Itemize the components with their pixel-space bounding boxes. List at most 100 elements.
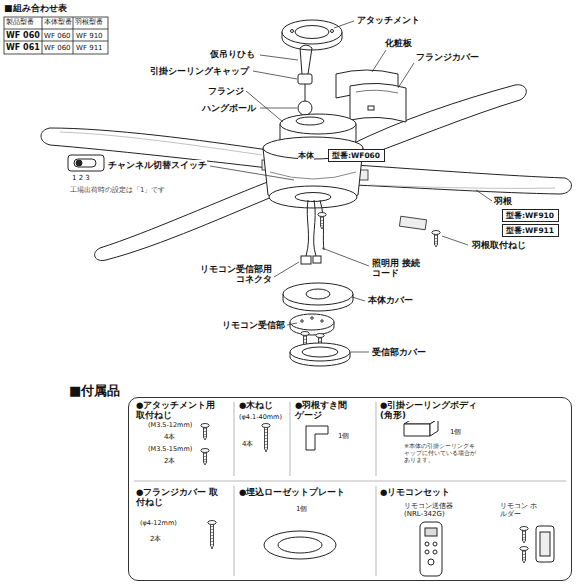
- table-cell: WF 910: [76, 32, 103, 40]
- accessory-name: ●埋込ローゼットプレート: [239, 488, 345, 498]
- model-number: 型番:WF911: [506, 226, 555, 235]
- accessory-name: リモコン送信器 (NRL-342G): [404, 502, 460, 518]
- hanging-string: [300, 48, 312, 74]
- flange: [280, 114, 356, 134]
- table-cell: WF 060: [6, 31, 40, 40]
- part-label: 羽根: [494, 196, 512, 206]
- accessory-name: ●フランジカバー 取付ねじ: [136, 488, 222, 508]
- accessory-name: ●羽根すき間 ゲージ: [295, 401, 355, 421]
- table-cell: WF 911: [76, 44, 103, 52]
- leader-line: [352, 297, 365, 301]
- ceiling-body: [430, 419, 438, 436]
- part-label: 本体カバー: [368, 295, 413, 305]
- accessory-count: 1個: [296, 505, 307, 513]
- accessory-count: 2本: [150, 535, 161, 543]
- panel-divider: [290, 402, 291, 476]
- fan-illustration: [432, 231, 440, 248]
- remote-receiver: [311, 317, 313, 319]
- remote-transmitter: [425, 528, 437, 536]
- leader-line: [253, 71, 297, 79]
- hanging-string: [300, 45, 312, 74]
- body-cover: [306, 289, 330, 299]
- fan-body: [263, 137, 363, 208]
- fan-illustration: [520, 547, 528, 564]
- part-label: リモコン受信部: [222, 320, 285, 330]
- fan-body: [295, 193, 331, 202]
- accessory-name: ●木ねじ: [239, 401, 273, 411]
- model-number-box: 型番:WF060: [328, 149, 385, 162]
- attachment: [295, 26, 329, 39]
- receiver-cover: [302, 347, 338, 357]
- flange-cover: [368, 106, 374, 110]
- panel-divider: [234, 402, 235, 476]
- note-text: ※本体の引掛シーリングキャップに付いている場合があります。: [404, 443, 480, 464]
- leader-line: [322, 248, 369, 266]
- part-label: 仮吊りひも: [210, 49, 255, 59]
- table-header: 本体型番: [44, 19, 72, 26]
- leader-line: [210, 166, 294, 180]
- panel-divider: [376, 402, 377, 476]
- accessory-name: リモコン ホルダー: [500, 502, 540, 518]
- rosette-plate: [278, 537, 322, 553]
- leader-line: [260, 108, 297, 109]
- panel-divider: [134, 481, 566, 482]
- remote-holder: [540, 532, 550, 556]
- accessory-count: 4本: [242, 440, 253, 448]
- body-cover: [283, 283, 353, 305]
- blade: [370, 185, 555, 188]
- accessory-size: (φ4.1-40mm): [239, 414, 282, 421]
- table-grid: [73, 17, 74, 54]
- fan-illustration: [208, 521, 216, 550]
- hang-ball: [298, 101, 312, 115]
- part-label: 照明用 接続コード: [372, 258, 428, 279]
- part-label: 引掛シーリングキャップ: [150, 66, 249, 76]
- receiver-connector: [313, 256, 321, 263]
- channel-switch: [76, 160, 82, 166]
- part-label: ハングボール: [202, 103, 256, 113]
- remote-receiver: [321, 320, 323, 322]
- remote-transmitter: [420, 522, 442, 576]
- fan-illustration: [201, 424, 209, 441]
- attachment: [282, 20, 342, 44]
- leader-line: [442, 236, 468, 245]
- hang-ball: [298, 84, 312, 115]
- part-label: 化粧板: [385, 38, 412, 48]
- ceiling-cap: [298, 74, 312, 84]
- leader-line: [372, 50, 386, 72]
- note-text: 工場出荷時の設定は「1」です: [70, 186, 165, 194]
- switch-number: 1 2 3: [72, 174, 90, 182]
- accessory-size: (M3.5-15mm): [148, 446, 192, 453]
- body-cover: [283, 283, 353, 311]
- lighting-cord: [306, 200, 309, 256]
- part-label: 羽根取付ねじ: [472, 240, 526, 250]
- receiver-connector: [301, 256, 311, 264]
- remote-transmitter: [420, 522, 442, 576]
- blade-bracket: [399, 216, 426, 230]
- attachment: [291, 30, 294, 33]
- lighting-cord: [314, 200, 316, 256]
- leader-line: [351, 352, 369, 353]
- blade: [60, 132, 262, 155]
- blade: [355, 165, 571, 194]
- model-number-box: 型番:WF911: [502, 224, 559, 237]
- blade: [41, 85, 571, 261]
- panel-divider: [234, 486, 235, 576]
- part-label: アタッチメント: [357, 15, 420, 25]
- part-label: チャンネル切替スイッチ: [108, 160, 207, 170]
- ceiling-body: [404, 419, 438, 436]
- clearance-gauge: [306, 426, 328, 450]
- ceiling-cap: [298, 74, 312, 84]
- model-number-box: 型番:WF910: [502, 209, 559, 222]
- table-grid: [4, 17, 108, 54]
- remote-holder: [536, 526, 554, 562]
- leader-line: [260, 55, 298, 60]
- model-number: 型番:WF060: [332, 151, 381, 160]
- accessory-name: ●アタッチメント用 取付ねじ: [136, 401, 222, 421]
- fan-illustration: [520, 527, 528, 544]
- ceiling-body: [404, 424, 430, 436]
- table-cell: WF 061: [6, 43, 40, 52]
- part-label: フランジ: [208, 86, 244, 96]
- remote-transmitter: [433, 550, 437, 554]
- channel-switch: [68, 155, 104, 171]
